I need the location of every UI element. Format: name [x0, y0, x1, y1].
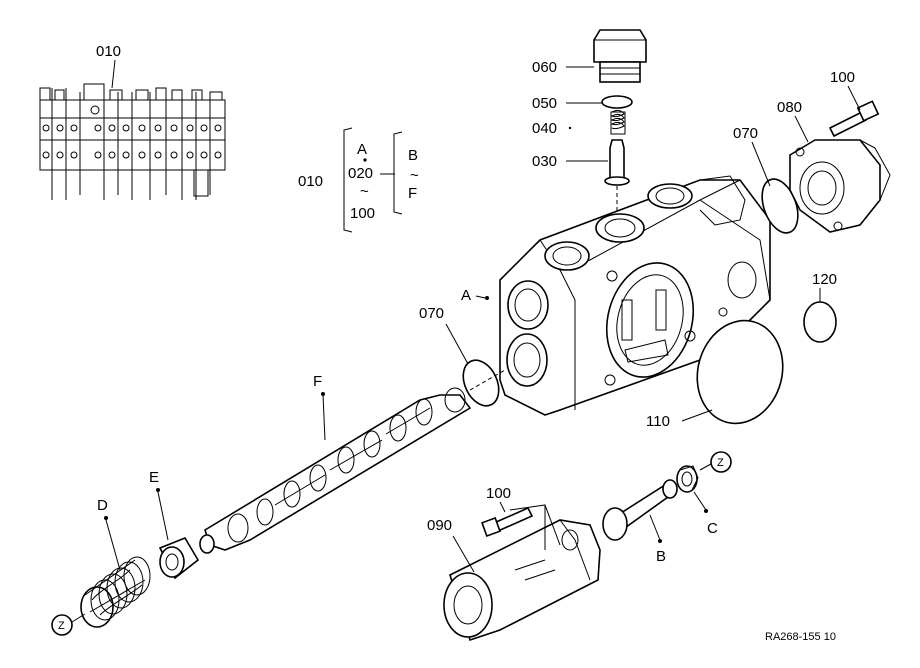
o-ring-120 [803, 301, 837, 343]
callout-110: 110 [646, 413, 670, 430]
valve-assembly-thumbnail [39, 59, 226, 200]
drawing-number: RA268-155 10 [765, 631, 836, 643]
piston-B [602, 479, 678, 541]
legend-col1-tilde: ~ [360, 183, 369, 200]
legend-ref: 010 [298, 173, 323, 190]
spring-040 [610, 109, 626, 135]
z-marker-bottom [51, 613, 86, 636]
z-label-top: Z [717, 457, 724, 469]
callout-B: B [656, 548, 666, 565]
o-ring-110 [696, 319, 784, 425]
legend-col2-tilde: ~ [410, 167, 419, 184]
poppet-030 [604, 139, 630, 186]
legend-col2-top: B [408, 147, 418, 164]
callout-010-top: 010 [96, 43, 121, 60]
bolt-100-top [828, 100, 880, 138]
spring-D [80, 556, 151, 628]
z-label-bottom: Z [58, 620, 65, 632]
legend-col2-bot: F [408, 185, 417, 202]
callout-070-top: 070 [733, 125, 758, 142]
bolt-100-mid [481, 506, 534, 537]
callout-060: 060 [532, 59, 557, 76]
callout-030: 030 [532, 153, 557, 170]
plug-060 [593, 29, 647, 83]
legend-col1-top: A [357, 141, 367, 158]
callout-070-left: 070 [419, 305, 444, 322]
callout-C: C [707, 520, 718, 537]
callout-120: 120 [812, 271, 837, 288]
callout-080: 080 [777, 99, 802, 116]
callout-100-top: 100 [830, 69, 855, 86]
o-ring-070-left [462, 359, 500, 407]
legend-col1-mid: 020 [348, 165, 373, 182]
cap-C [676, 465, 699, 493]
callout-100-mid: 100 [486, 485, 511, 502]
legend-col1-bot: 100 [350, 205, 375, 222]
spool-F [199, 387, 472, 554]
spring-seat-E [158, 537, 200, 580]
o-ring-050 [601, 95, 633, 109]
callout-050: 050 [532, 95, 557, 112]
part-range-legend [343, 127, 403, 233]
callout-D: D [97, 497, 108, 514]
z-marker-top [699, 451, 732, 473]
housing-090 [443, 519, 601, 642]
callout-F: F [313, 373, 322, 390]
callout-A: A [461, 287, 471, 304]
flange-080 [789, 139, 891, 233]
callout-040: 040 [532, 120, 557, 137]
callout-E: E [149, 469, 159, 486]
callout-090: 090 [427, 517, 452, 534]
